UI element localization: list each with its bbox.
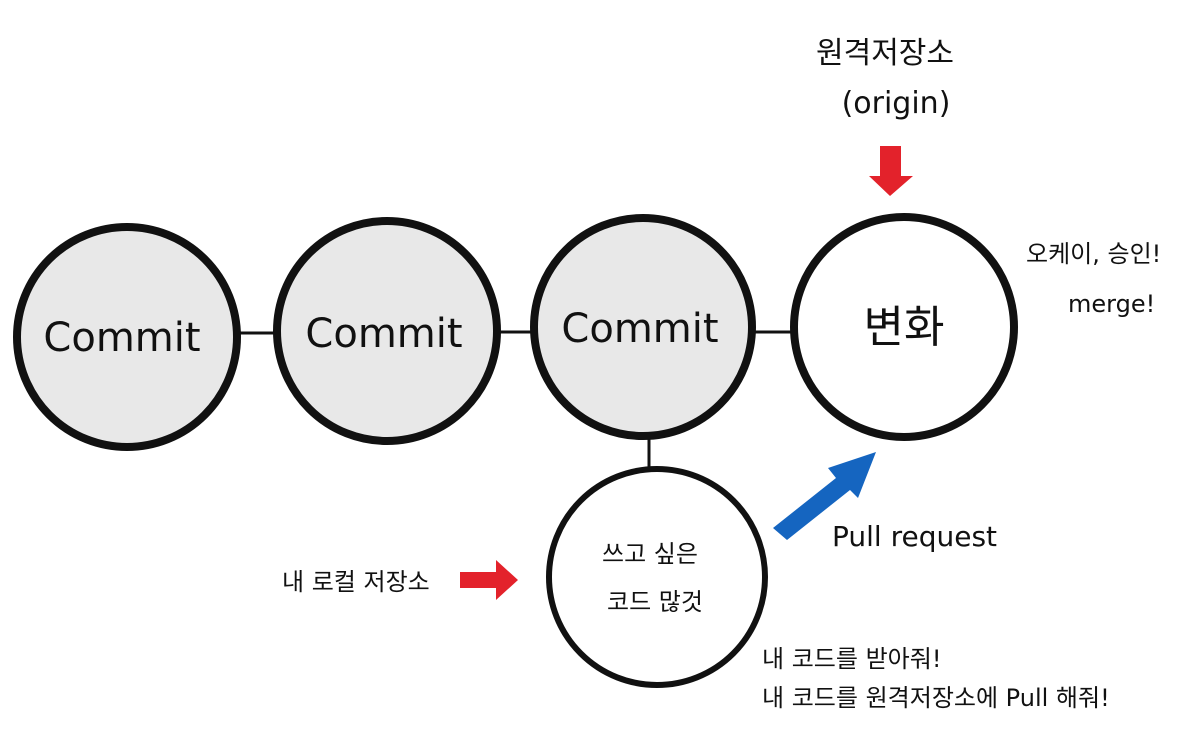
commit-label-1: Commit: [43, 315, 200, 361]
connector-lines: [236, 330, 795, 470]
red-right-arrow-icon: [460, 560, 518, 600]
red-down-arrow-icon: [869, 146, 913, 196]
local-node-line2: 코드 많것: [607, 588, 703, 616]
blue-pull-request-arrow-icon: [773, 452, 876, 540]
commit-node-2: Commit: [273, 217, 501, 445]
commit-label-2: Commit: [305, 311, 462, 357]
local-code-node: 쓰고 싶은 코드 많것: [546, 466, 768, 688]
approval-line2: merge!: [1068, 290, 1155, 318]
request-note-line1: 내 코드를 받아줘!: [762, 645, 941, 673]
pull-request-label: Pull request: [832, 520, 997, 553]
commit-node-3: Commit: [530, 214, 756, 440]
local-node-line1: 쓰고 싶은: [602, 540, 698, 568]
commit-node-1: Commit: [13, 223, 241, 451]
approval-line1: 오케이, 승인!: [1026, 240, 1161, 268]
remote-title: 원격저장소: [816, 36, 954, 71]
remote-subtitle: (origin): [842, 86, 951, 121]
change-label: 변화: [864, 302, 945, 353]
change-node: 변화: [790, 213, 1018, 441]
commit-label-3: Commit: [561, 306, 718, 352]
local-repo-label: 내 로컬 저장소: [282, 568, 430, 596]
request-note-line2: 내 코드를 원격저장소에 Pull 해줘!: [762, 684, 1110, 712]
